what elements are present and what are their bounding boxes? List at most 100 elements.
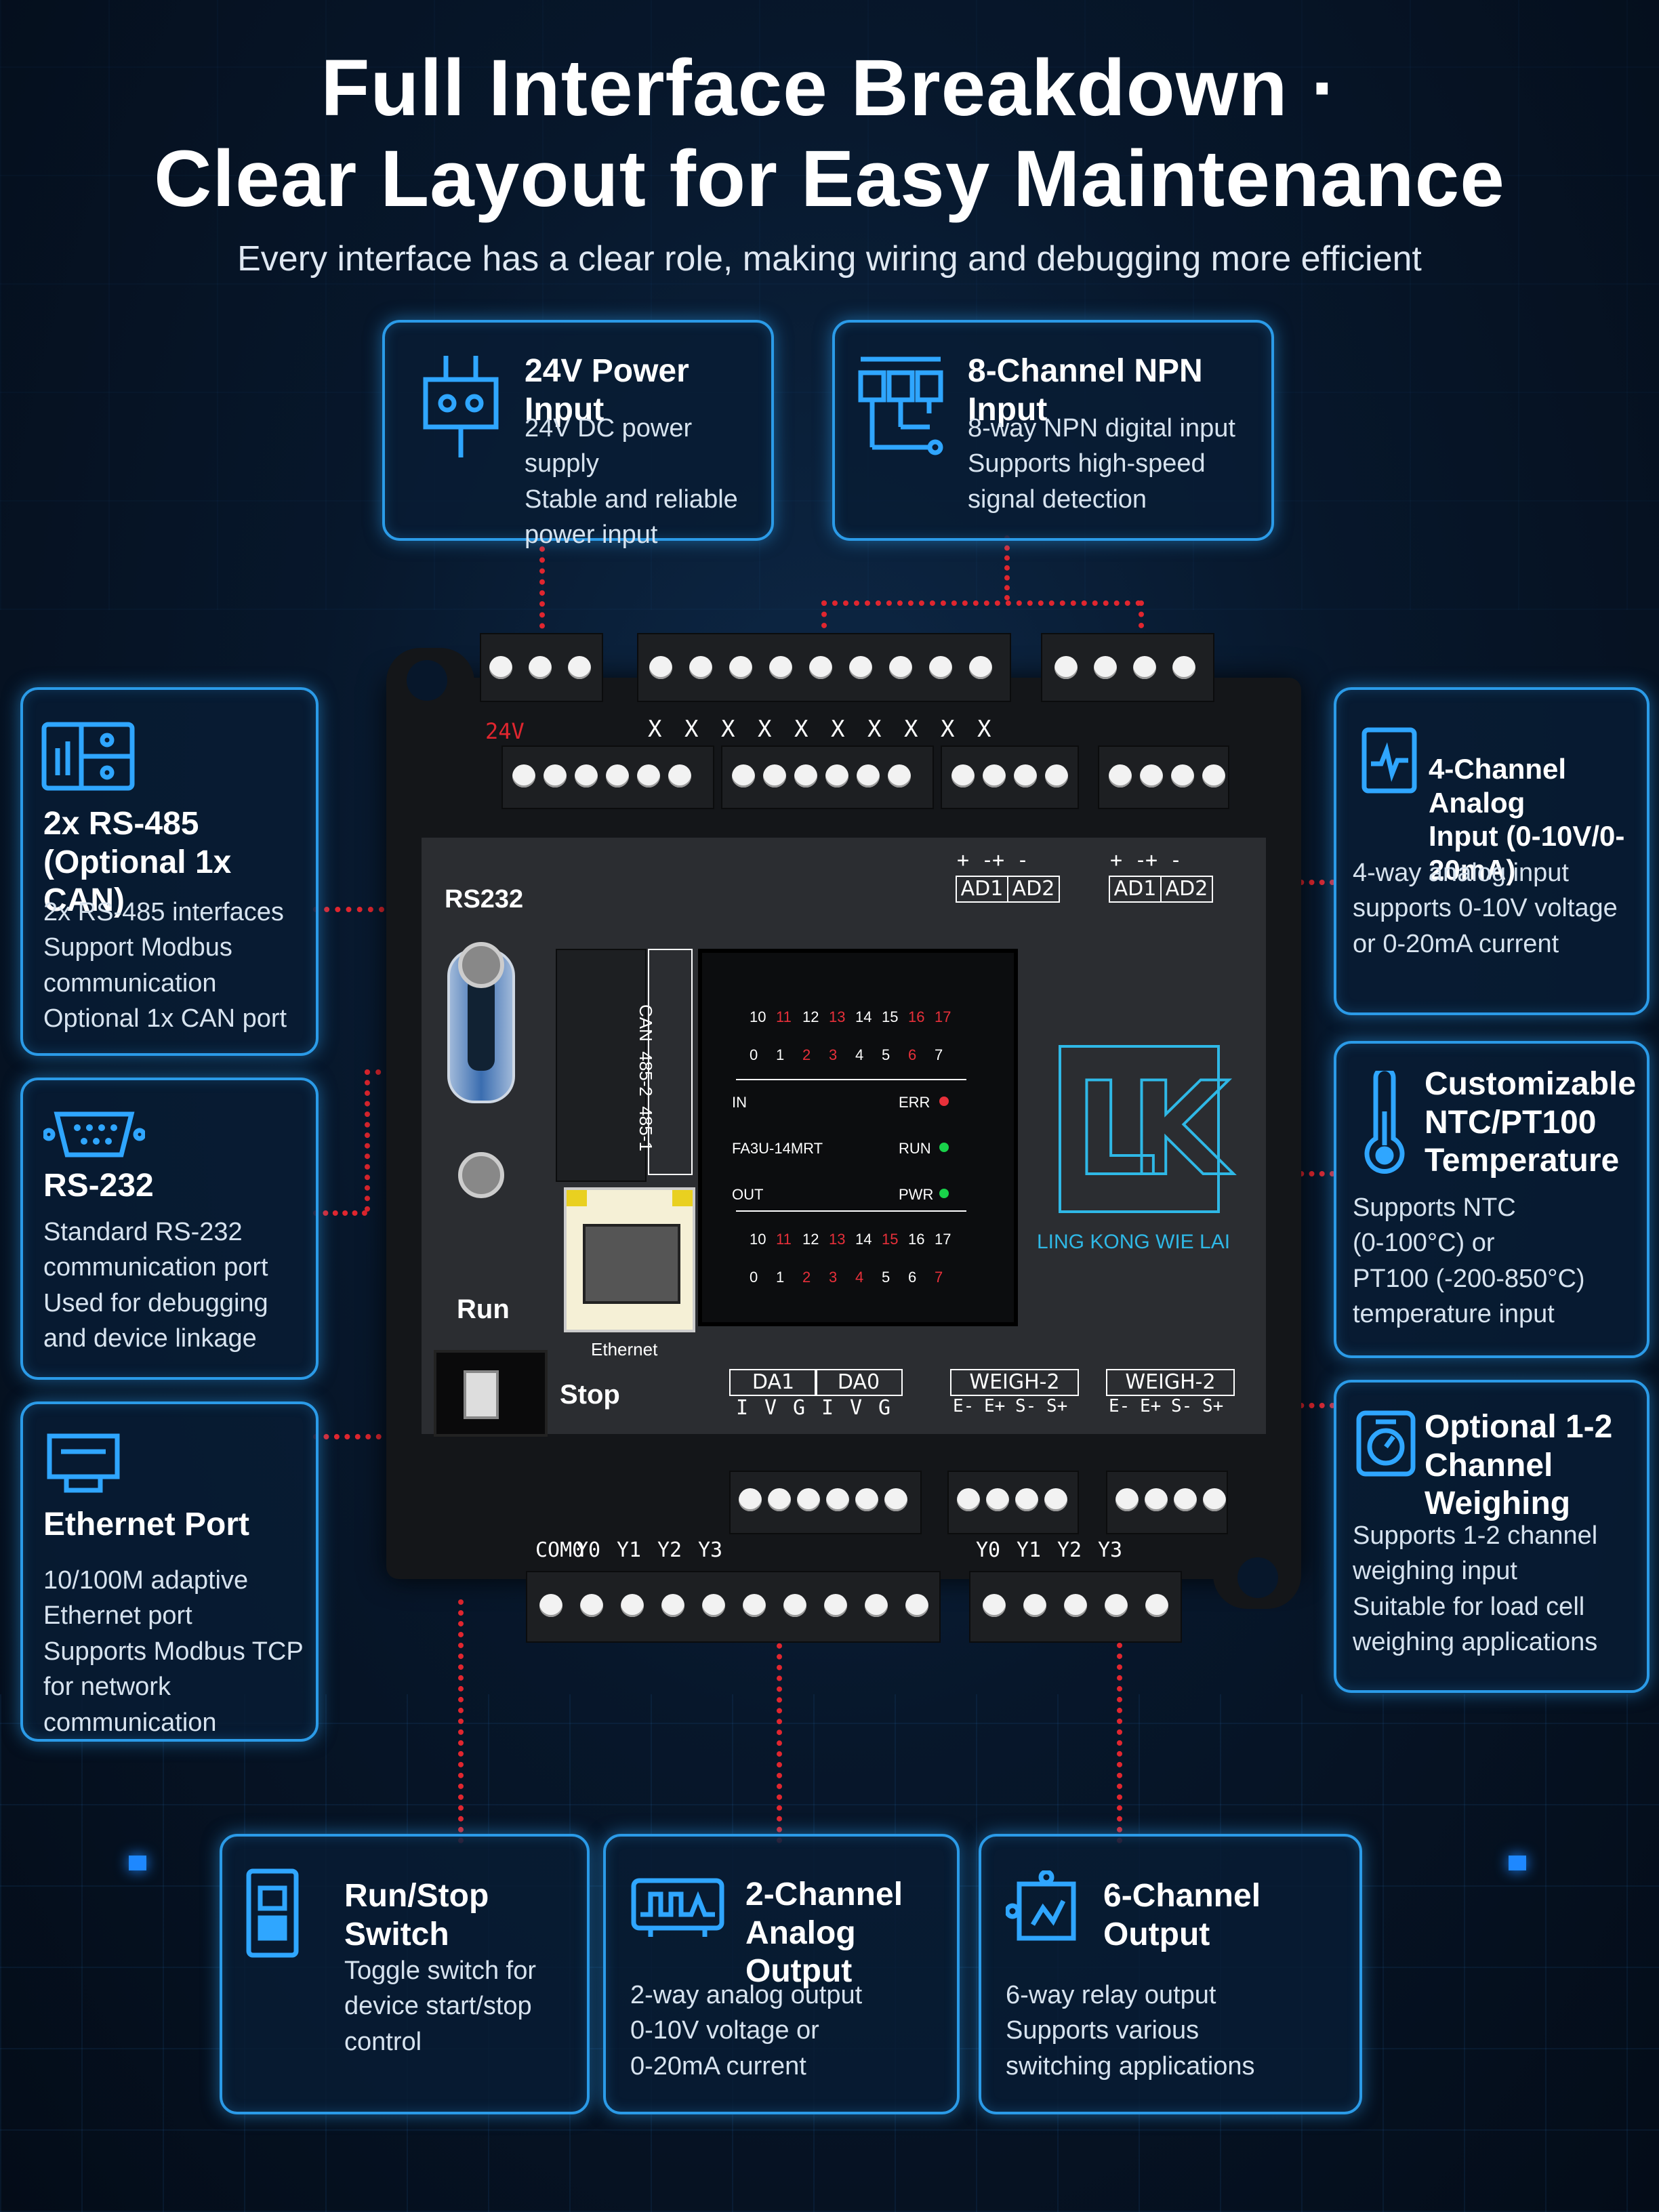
led-number: 7 xyxy=(935,1269,943,1286)
card-body: Supports 1-2 channel weighing input Suit… xyxy=(1353,1521,1598,1657)
terminal-screw xyxy=(797,1488,820,1511)
mount-ear-bottom xyxy=(1213,1534,1301,1609)
led-number: 4 xyxy=(855,1269,864,1286)
terminal-screw xyxy=(986,1488,1009,1511)
ethernet-port[interactable] xyxy=(564,1187,695,1332)
terminal-screw xyxy=(889,656,912,679)
terminal-screw xyxy=(621,1594,644,1617)
terminal-screw xyxy=(1202,764,1225,787)
output-label: Y3 xyxy=(1098,1538,1123,1562)
card-relay-output: 6-Channel Output 6-way relay output Supp… xyxy=(979,1834,1362,2114)
terminal-screw xyxy=(1014,764,1037,787)
led-number: 16 xyxy=(908,1231,925,1248)
pwr-led xyxy=(939,1189,949,1198)
terminal-screw xyxy=(1109,764,1132,787)
callout-line-npn xyxy=(1004,535,1010,600)
card-body: 4-way analog input supports 0-10V voltag… xyxy=(1353,859,1618,958)
terminal-screw xyxy=(580,1594,603,1617)
card-body: 6-way relay output Supports various swit… xyxy=(1006,1981,1255,2081)
brand-name: LING KONG WIE LAI xyxy=(1037,1231,1231,1253)
output-label: Y2 xyxy=(1057,1538,1082,1562)
terminal-screw xyxy=(1023,1594,1046,1617)
card-body: 10/100M adaptive Ethernet port Supports … xyxy=(43,1566,304,1737)
callout-line-rs232-b xyxy=(365,1069,370,1212)
terminal-screw xyxy=(689,656,712,679)
led-number: 7 xyxy=(935,1046,943,1063)
led-in-label: IN xyxy=(732,1094,747,1111)
output-label: Y2 xyxy=(657,1538,682,1562)
rs232-label: RS232 xyxy=(445,885,524,914)
card-weighing: Optional 1-2 Channel Weighing Supports 1… xyxy=(1334,1380,1650,1693)
card-title: 4-Channel Analog Input (0-10V/0-20mA) xyxy=(1429,753,1625,886)
terminal-screw xyxy=(529,656,552,679)
label-24v: 24V xyxy=(485,718,525,744)
led-number: 10 xyxy=(750,1008,766,1025)
da-pin-label: V xyxy=(764,1396,777,1420)
terminal-screw xyxy=(825,764,848,787)
led-number: 5 xyxy=(882,1046,890,1063)
card-ethernet: Ethernet Port 10/100M adaptive Ethernet … xyxy=(20,1401,319,1742)
terminal-screw xyxy=(732,764,755,787)
terminal-screw xyxy=(1094,656,1117,679)
terminal-screw xyxy=(849,656,872,679)
callout-line-runstop xyxy=(458,1599,464,1843)
weigh-label-2: WEIGH-2 xyxy=(1106,1369,1235,1396)
terminal-screw xyxy=(1203,1488,1226,1511)
led-run-label: RUN xyxy=(899,1140,931,1157)
callout-line-output xyxy=(1117,1599,1122,1843)
power-plug-icon xyxy=(423,356,499,457)
db9-screw-top xyxy=(458,942,504,988)
glow-marker-right xyxy=(1509,1856,1526,1870)
terminal-screw xyxy=(575,764,598,787)
terminal-screw xyxy=(884,1488,907,1511)
terminal-screw xyxy=(702,1594,725,1617)
terminal-screw xyxy=(769,656,792,679)
output-label: Y3 xyxy=(698,1538,723,1562)
weigh-pin-label: E+ xyxy=(984,1396,1006,1416)
output-label: COM0 xyxy=(535,1538,585,1562)
card-power-input: 24V Power Input 24V DC power supply Stab… xyxy=(382,320,774,549)
led-number: 0 xyxy=(750,1046,758,1063)
weigh-pin-label: S- xyxy=(1171,1396,1193,1416)
output-label: Y1 xyxy=(1017,1538,1042,1562)
input-label: X xyxy=(831,716,845,743)
led-number: 6 xyxy=(908,1046,917,1063)
analog-input-label: AD2 xyxy=(1007,876,1060,903)
led-number: 15 xyxy=(882,1008,899,1025)
led-number: 3 xyxy=(829,1046,838,1063)
ethernet-label: Ethernet xyxy=(591,1339,658,1359)
led-number: 1 xyxy=(776,1269,785,1286)
db9-connector[interactable] xyxy=(447,949,515,1103)
da-pin-label: G xyxy=(878,1396,891,1420)
terminal-screw xyxy=(865,1594,888,1617)
weigh-pin-label: S- xyxy=(1015,1396,1037,1416)
background-grid-top xyxy=(0,0,1659,610)
da-pin-label: G xyxy=(793,1396,806,1420)
card-title: 2x RS-485 (Optional 1x CAN) xyxy=(43,806,232,919)
terminal-screw xyxy=(1105,1594,1128,1617)
run-stop-switch[interactable] xyxy=(434,1350,548,1437)
terminal-can-485[interactable] xyxy=(556,949,647,1182)
input-label: X xyxy=(684,716,699,743)
led-number: 14 xyxy=(855,1008,872,1025)
callout-line-npn-b xyxy=(1139,600,1144,651)
card-npn-input: 8-Channel NPN Input 8-way NPN digital in… xyxy=(832,320,1274,541)
input-label: X xyxy=(648,716,662,743)
terminal-screw xyxy=(1044,1488,1067,1511)
led-number: 13 xyxy=(829,1008,846,1025)
led-number: 17 xyxy=(935,1231,951,1248)
terminal-screw xyxy=(1140,764,1163,787)
da-pin-label: I xyxy=(736,1396,749,1420)
callout-line-npn-split xyxy=(821,600,1141,606)
stop-label: Stop xyxy=(560,1380,620,1410)
err-led xyxy=(939,1097,949,1106)
led-out-label: OUT xyxy=(732,1186,764,1203)
card-rs232: RS-232 Standard RS-232 communication por… xyxy=(20,1078,319,1380)
led-number: 10 xyxy=(750,1231,766,1248)
card-body: 2-way analog output 0-10V voltage or 0-2… xyxy=(630,1981,863,2081)
scale-icon xyxy=(1356,1410,1416,1477)
led-number: 5 xyxy=(882,1269,890,1286)
input-label: X xyxy=(904,716,918,743)
card-title: Ethernet Port xyxy=(43,1507,250,1542)
terminal-screw xyxy=(1015,1488,1038,1511)
